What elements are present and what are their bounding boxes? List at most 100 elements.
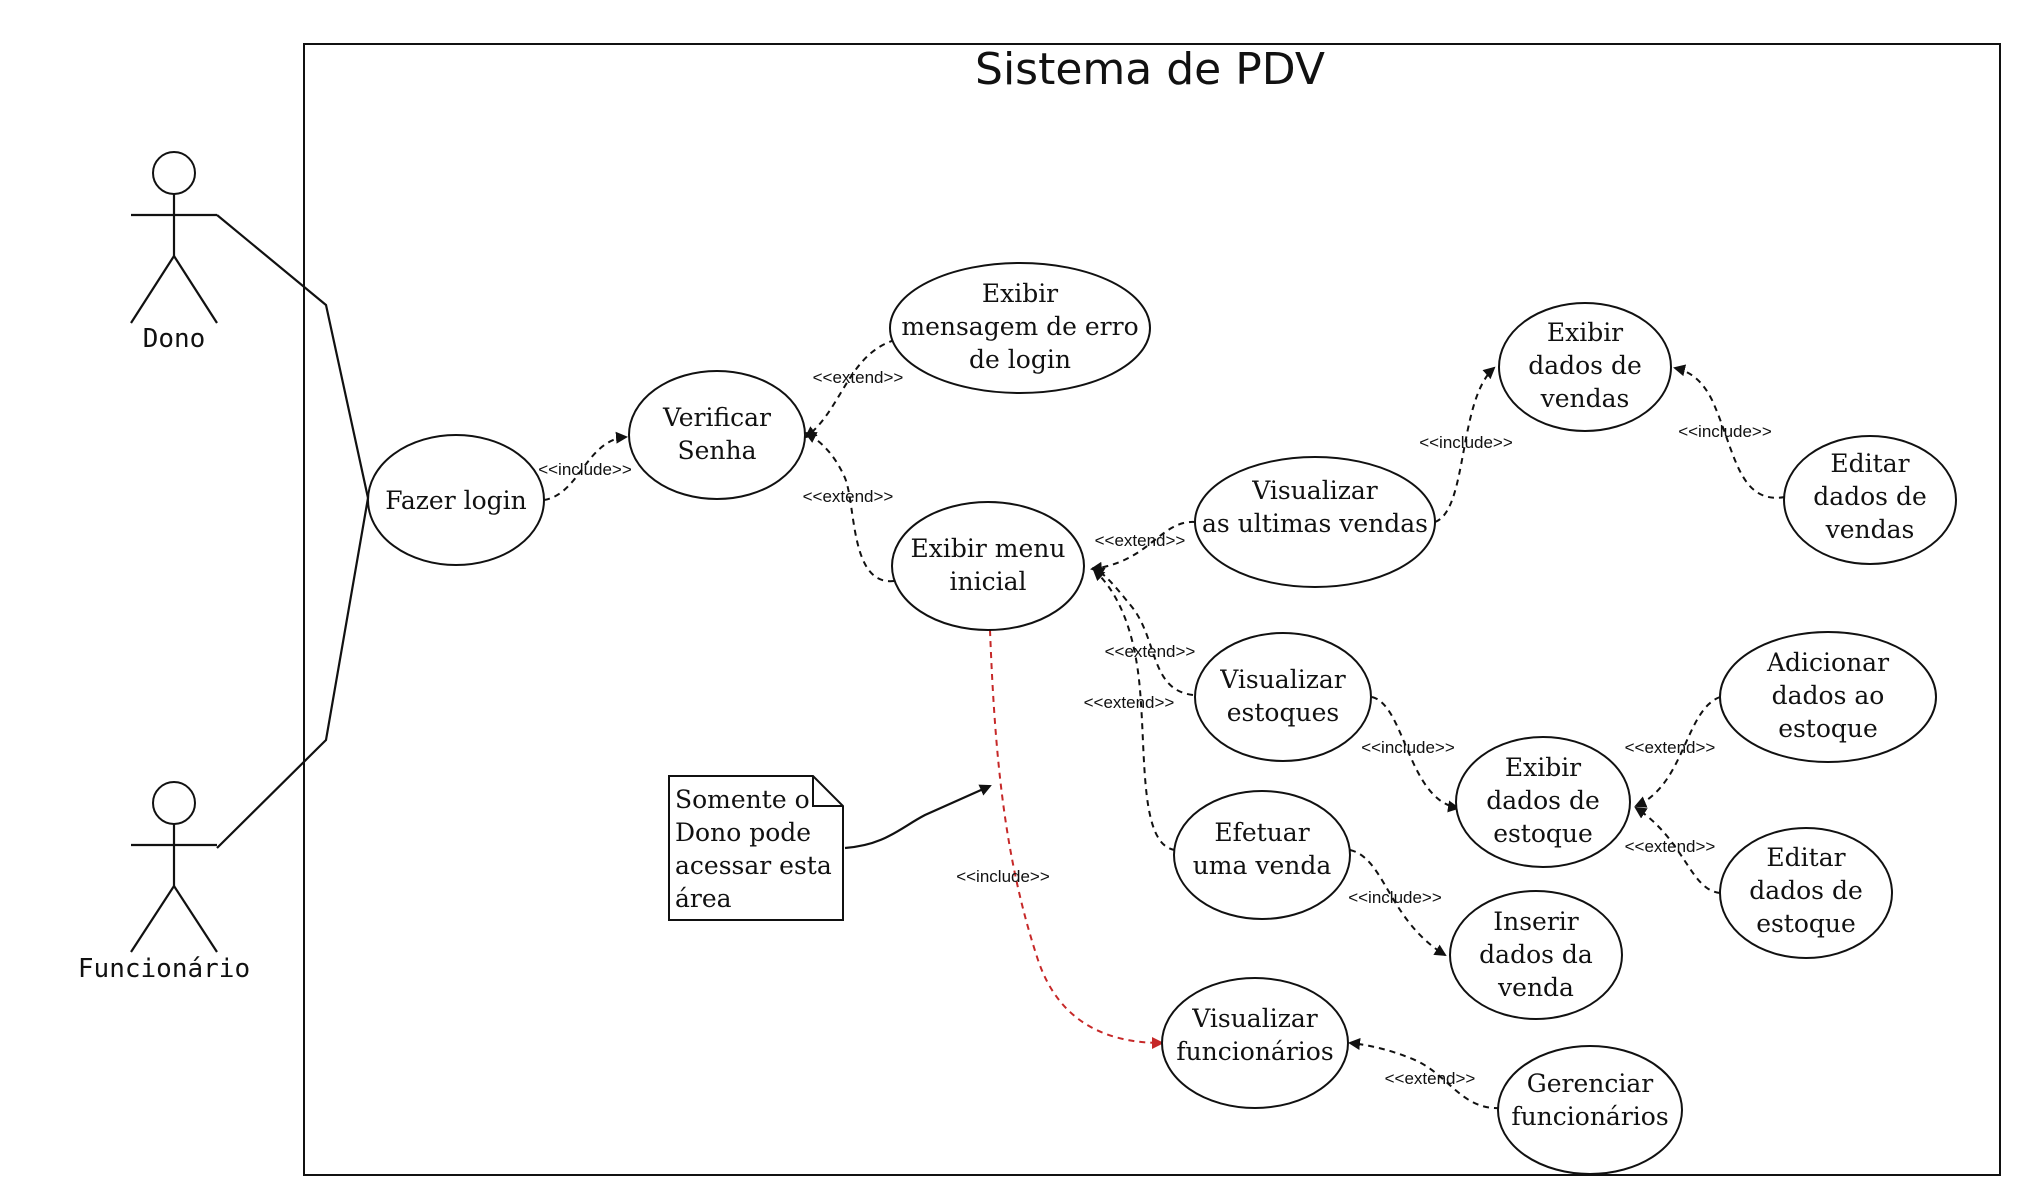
use-case-gerenciar-funcionarios[interactable]: Gerenciar funcionários <box>1497 1045 1683 1175</box>
use-case-label: Visualizar <box>1219 665 1346 694</box>
use-case-label: vendas <box>1540 384 1630 413</box>
relation-label-editar-dadosvendas: <<include>> <box>1678 422 1772 441</box>
use-case-label: Fazer login <box>385 486 527 515</box>
connector-ultimas-dadosvendas <box>1434 366 1496 523</box>
use-case-label: Editar <box>1830 449 1909 478</box>
connector-adicionar-dadosestoque <box>1634 696 1721 808</box>
use-case-fazer-login[interactable]: Fazer login <box>367 434 545 566</box>
note-line: Dono pode <box>675 818 811 847</box>
association-funcionario-fazer-login <box>216 497 370 849</box>
use-case-label: Efetuar <box>1214 818 1309 847</box>
use-case-label: inicial <box>950 567 1027 596</box>
connector-estoques-menu <box>1092 566 1194 696</box>
use-case-label: de login <box>969 345 1071 374</box>
relation-label-erro-verificar: <<extend>> <box>813 368 904 387</box>
use-case-label: Exibir menu <box>911 534 1066 563</box>
connector-estoques-dadosestoque <box>1371 696 1460 813</box>
use-case-label: Exibir <box>982 279 1058 308</box>
use-case-label: funcionários <box>1511 1102 1668 1131</box>
use-case-label: estoque <box>1756 909 1856 938</box>
relation-label-ultimas-dadosvendas: <<include>> <box>1419 433 1513 452</box>
use-case-label: funcionários <box>1176 1037 1333 1066</box>
use-case-label: Visualizar <box>1251 476 1378 505</box>
relation-label-menu-funcionarios: <<include>> <box>956 867 1050 886</box>
use-case-label: estoque <box>1493 819 1593 848</box>
use-case-label: dados de <box>1486 786 1600 815</box>
actor-label: Funcionário <box>78 954 250 984</box>
use-case-label: Senha <box>677 436 756 465</box>
note-shape <box>668 775 844 921</box>
note-fold <box>812 776 843 807</box>
relation-label-venda-inserir: <<include>> <box>1348 888 1442 907</box>
relation-label-estoques-menu: <<extend>> <box>1105 642 1196 661</box>
connector-editar-dadosvendas <box>1673 364 1786 499</box>
note-line: Somente o <box>675 785 810 814</box>
use-case-label: dados de <box>1749 876 1863 905</box>
actor-dono: Dono <box>130 151 218 354</box>
use-case-label: dados ao <box>1772 681 1885 710</box>
connector-ultimas-menu <box>1090 520 1196 574</box>
use-case-label: Inserir <box>1493 907 1579 936</box>
use-case-inserir-dados-venda[interactable]: Inserir dados da venda <box>1449 890 1623 1020</box>
actor-head <box>152 781 196 825</box>
relation-label-ultimas-menu: <<extend>> <box>1095 531 1186 550</box>
use-case-label: as ultimas vendas <box>1202 509 1428 538</box>
connector-editar-dadosestoque <box>1634 806 1721 894</box>
actor-head <box>152 151 196 195</box>
use-case-label: vendas <box>1825 515 1915 544</box>
relation-label-estoques-dadosestoque: <<include>> <box>1361 738 1455 757</box>
use-case-exibir-erro[interactable]: Exibir mensagem de erro de login <box>889 262 1151 394</box>
use-case-visualizar-ultimas-vendas[interactable]: Visualizar as ultimas vendas <box>1194 456 1436 588</box>
relation-label-editar-dadosestoque: <<extend>> <box>1625 837 1716 856</box>
use-case-label: Exibir <box>1505 753 1581 782</box>
connector-venda-inserir <box>1349 849 1447 957</box>
use-case-label: estoque <box>1778 714 1878 743</box>
use-case-editar-dados-estoque[interactable]: Editar dados de estoque <box>1719 827 1893 959</box>
use-case-label: dados de <box>1813 482 1927 511</box>
relation-label-menu-verificar: <<extend>> <box>803 487 894 506</box>
note-line: acessar esta <box>675 851 832 880</box>
connector-note-anchor <box>844 784 992 850</box>
use-case-label: uma venda <box>1193 851 1332 880</box>
svg-text:Fazer login: Fazer login <box>385 486 527 515</box>
system-boundary <box>303 43 2001 1176</box>
relation-label-login-verificar: <<include>> <box>538 460 632 479</box>
relation-labels: <<include>> <<extend>> <<extend>> <<exte… <box>538 368 1772 1088</box>
relation-label-gerenciar-funcionarios: <<extend>> <box>1385 1069 1476 1088</box>
connector-gerenciar-funcionarios <box>1348 1038 1501 1110</box>
note-line: área <box>675 884 732 913</box>
connector-menu-verificar <box>804 432 895 583</box>
use-case-label: Editar <box>1766 843 1845 872</box>
use-case-efetuar-venda[interactable]: Efetuar uma venda <box>1173 790 1351 920</box>
use-case-label: venda <box>1497 973 1574 1002</box>
system-title: Sistema de PDV <box>975 44 1325 95</box>
use-case-label: mensagem de erro <box>901 312 1138 341</box>
use-case-label: Verificar <box>662 403 771 432</box>
use-case-label: dados da <box>1479 940 1593 969</box>
connector-login-verificar <box>543 431 628 501</box>
use-case-label: Exibir <box>1547 318 1623 347</box>
use-case-editar-dados-vendas[interactable]: Editar dados de vendas <box>1783 435 1957 565</box>
use-case-label: Gerenciar <box>1527 1069 1654 1098</box>
use-case-exibir-menu[interactable]: Exibir menu inicial <box>891 501 1085 631</box>
use-case-exibir-dados-estoque[interactable]: Exibir dados de estoque <box>1455 736 1631 868</box>
actor-label: Dono <box>143 324 206 354</box>
